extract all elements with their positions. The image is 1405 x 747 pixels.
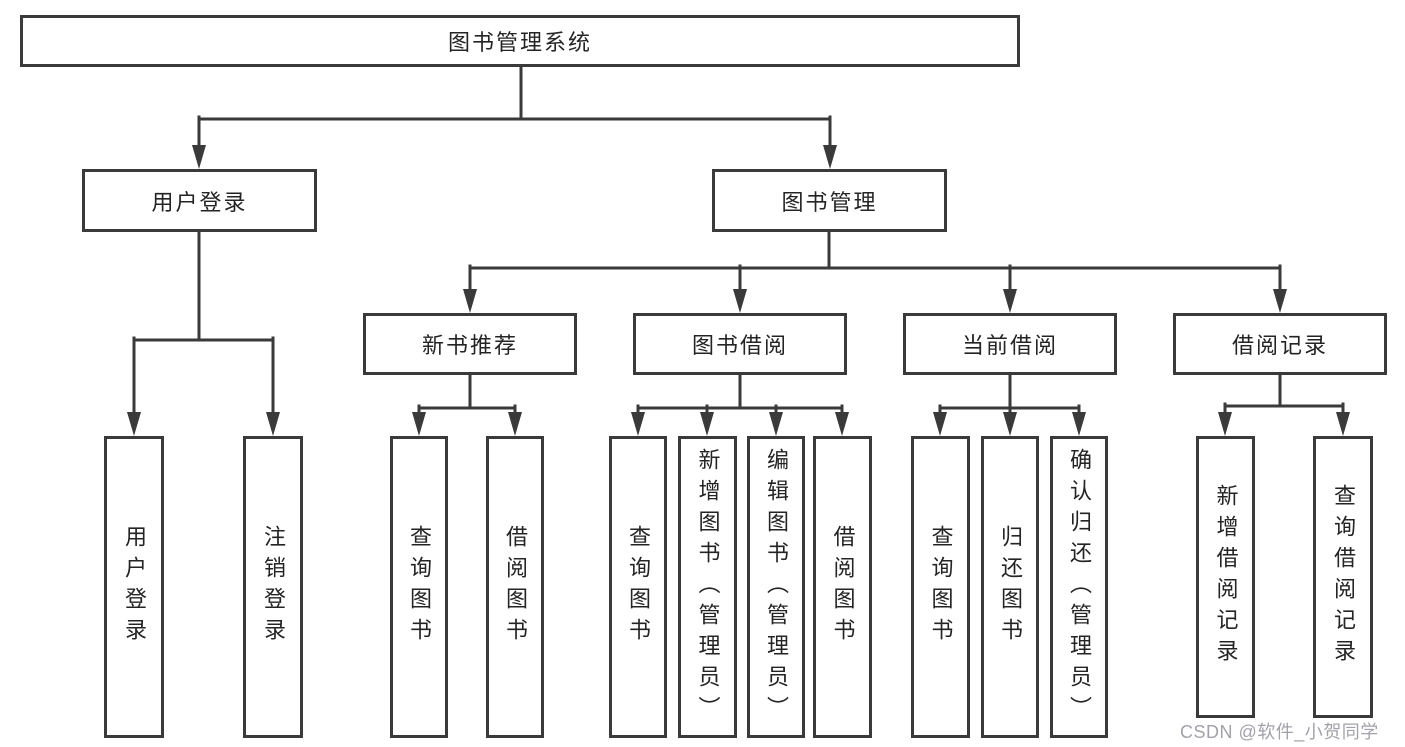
leaf-bb-edit-book-admin: 编辑图书（管理员）: [747, 436, 805, 738]
node-borrow-record: 借阅记录: [1173, 313, 1387, 375]
leaf-nbr-query-book-label: 查询图书: [407, 525, 432, 649]
node-current-borrow-label: 当前借阅: [961, 333, 1058, 358]
node-book-borrow: 图书借阅: [633, 313, 847, 375]
leaf-cb-confirm-return-admin-label: 确认归还（管理员）: [1067, 447, 1092, 727]
leaf-bb-query-book: 查询图书: [609, 436, 667, 738]
node-root-library-system: 图书管理系统: [20, 15, 1020, 67]
connector-root-to-level2: [197, 65, 832, 154]
connector-new-book-rec-to-leaves: [417, 373, 517, 421]
leaf-bb-query-book-label: 查询图书: [626, 525, 651, 649]
node-new-book-recommend-label: 新书推荐: [421, 333, 518, 358]
leaf-user-login-label: 用户登录: [122, 525, 147, 649]
leaf-br-add-record-label: 新增借阅记录: [1213, 484, 1239, 670]
leaf-bb-borrow-book: 借阅图书: [813, 436, 872, 738]
leaf-nbr-borrow-book-label: 借阅图书: [503, 525, 528, 649]
leaf-bb-borrow-book-label: 借阅图书: [830, 525, 856, 649]
leaf-bb-add-book-admin: 新增图书（管理员）: [678, 436, 737, 738]
node-user-login: 用户登录: [82, 169, 317, 232]
leaf-cb-confirm-return-admin: 确认归还（管理员）: [1050, 436, 1108, 738]
csdn-watermark: CSDN @软件_小贺同学: [1180, 722, 1379, 742]
connector-borrow-record-to-leaves: [1223, 373, 1345, 421]
connector-user-login-to-leaves: [132, 230, 275, 421]
leaf-cb-query-book-label: 查询图书: [928, 525, 954, 649]
leaf-bb-add-book-admin-label: 新增图书（管理员）: [695, 447, 721, 727]
node-new-book-recommend: 新书推荐: [363, 313, 577, 375]
node-root-label: 图书管理系统: [447, 30, 592, 55]
leaf-logout-label: 注销登录: [261, 525, 286, 649]
node-current-borrow: 当前借阅: [903, 313, 1117, 375]
leaf-user-login: 用户登录: [104, 436, 164, 738]
node-book-borrow-label: 图书借阅: [691, 333, 788, 358]
leaf-bb-edit-book-admin-label: 编辑图书（管理员）: [764, 447, 789, 727]
leaf-cb-return-book-label: 归还图书: [998, 525, 1023, 649]
leaf-br-query-record: 查询借阅记录: [1313, 436, 1373, 718]
leaf-cb-query-book: 查询图书: [911, 436, 970, 738]
connector-book-management-to-level3: [468, 230, 1282, 298]
leaf-br-add-record: 新增借阅记录: [1196, 436, 1255, 718]
node-book-management-label: 图书管理: [781, 189, 878, 215]
leaf-logout: 注销登录: [243, 436, 303, 738]
node-book-management: 图书管理: [712, 169, 947, 232]
connector-book-borrow-to-leaves: [636, 373, 844, 421]
node-user-login-label: 用户登录: [151, 189, 248, 215]
leaf-nbr-borrow-book: 借阅图书: [486, 436, 544, 738]
node-borrow-record-label: 借阅记录: [1231, 333, 1328, 358]
arrowheads: [127, 145, 1350, 436]
leaf-nbr-query-book: 查询图书: [390, 436, 448, 738]
leaf-cb-return-book: 归还图书: [981, 436, 1039, 738]
leaf-br-query-record-label: 查询借阅记录: [1331, 484, 1356, 670]
